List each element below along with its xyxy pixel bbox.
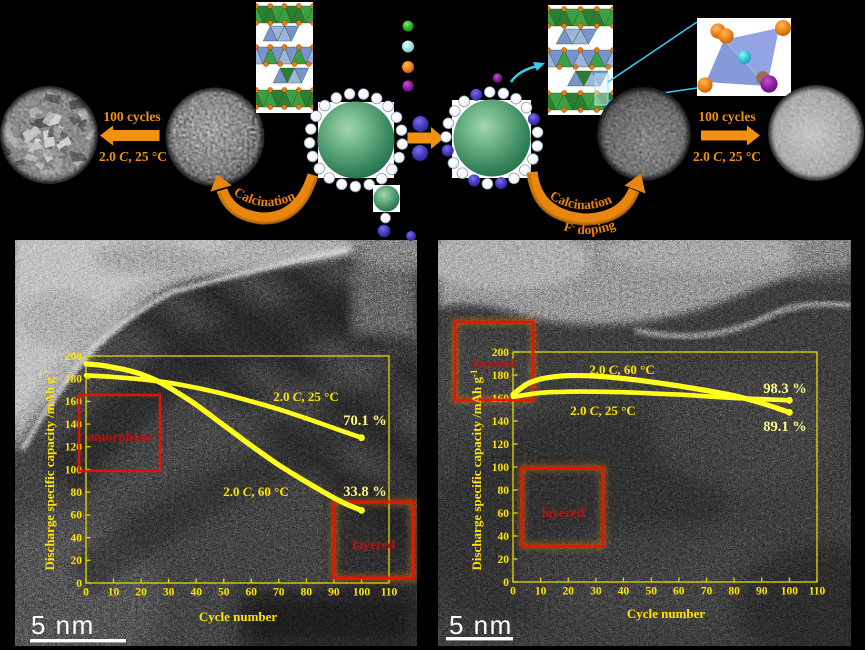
svg-text:100: 100 [353, 587, 371, 599]
svg-text:80: 80 [71, 487, 83, 499]
svg-text:100 cycles: 100 cycles [698, 109, 755, 124]
svg-text:140: 140 [492, 416, 510, 428]
svg-text:2.0 C, 25 °C: 2.0 C, 25 °C [99, 149, 167, 164]
svg-text:110: 110 [809, 586, 826, 598]
svg-text:100: 100 [492, 462, 510, 474]
svg-text:60: 60 [498, 508, 510, 520]
svg-text:2.0 C, 60 °C: 2.0 C, 60 °C [589, 362, 655, 377]
svg-text:70.1 %: 70.1 % [343, 413, 387, 429]
svg-text:89.1 %: 89.1 % [763, 419, 807, 435]
svg-text:10: 10 [108, 587, 120, 599]
svg-text:2.0 C, 25 °C: 2.0 C, 25 °C [570, 403, 636, 418]
svg-text:80: 80 [728, 586, 740, 598]
svg-text:30: 30 [163, 587, 175, 599]
svg-text:20: 20 [71, 555, 83, 567]
svg-text:98.3 %: 98.3 % [763, 381, 807, 397]
svg-text:90: 90 [328, 587, 340, 599]
svg-text:Discharge specific capacity /m: Discharge specific capacity /mAh g-1 [42, 369, 57, 571]
svg-text:33.8 %: 33.8 % [343, 484, 387, 500]
svg-text:90: 90 [756, 586, 768, 598]
svg-text:Discharge specific capacity /m: Discharge specific capacity /mAh g-1 [469, 369, 484, 571]
svg-text:10: 10 [535, 586, 547, 598]
svg-text:80: 80 [498, 485, 510, 497]
svg-text:40: 40 [71, 532, 83, 544]
svg-text:100 cycles: 100 cycles [103, 109, 160, 124]
svg-text:5 nm: 5 nm [449, 610, 513, 640]
svg-text:70: 70 [273, 587, 285, 599]
svg-text:40: 40 [498, 531, 510, 543]
svg-text:60: 60 [246, 587, 258, 599]
svg-text:200: 200 [492, 347, 510, 359]
svg-text:20: 20 [563, 586, 575, 598]
svg-text:0: 0 [510, 586, 516, 598]
svg-text:180: 180 [65, 374, 83, 386]
svg-text:50: 50 [218, 587, 230, 599]
svg-text:0: 0 [76, 578, 82, 590]
svg-text:0: 0 [503, 577, 509, 589]
svg-text:180: 180 [492, 370, 510, 382]
svg-text:70: 70 [701, 586, 713, 598]
svg-text:0: 0 [83, 587, 89, 599]
svg-text:50: 50 [645, 586, 657, 598]
svg-text:2.0 C, 25 °C: 2.0 C, 25 °C [693, 149, 761, 164]
svg-text:2.0 C, 25 °C: 2.0 C, 25 °C [273, 389, 339, 404]
svg-text:Cycle number: Cycle number [199, 609, 278, 624]
svg-text:2.0 C, 60 °C: 2.0 C, 60 °C [223, 484, 289, 499]
svg-text:40: 40 [618, 586, 630, 598]
svg-text:60: 60 [71, 510, 83, 522]
svg-text:5 nm: 5 nm [31, 610, 95, 640]
svg-text:120: 120 [492, 439, 510, 451]
svg-text:200: 200 [65, 351, 83, 363]
svg-text:40: 40 [190, 587, 202, 599]
svg-text:30: 30 [590, 586, 602, 598]
svg-text:amorphous: amorphous [87, 429, 152, 444]
svg-text:60: 60 [673, 586, 685, 598]
svg-text:110: 110 [381, 587, 398, 599]
svg-text:layered: layered [473, 356, 516, 371]
svg-text:layered: layered [542, 505, 585, 520]
svg-text:20: 20 [135, 587, 147, 599]
svg-text:80: 80 [301, 587, 313, 599]
svg-text:20: 20 [498, 554, 510, 566]
svg-text:Cycle number: Cycle number [627, 606, 706, 621]
svg-text:layered: layered [353, 537, 396, 552]
svg-text:100: 100 [781, 586, 799, 598]
